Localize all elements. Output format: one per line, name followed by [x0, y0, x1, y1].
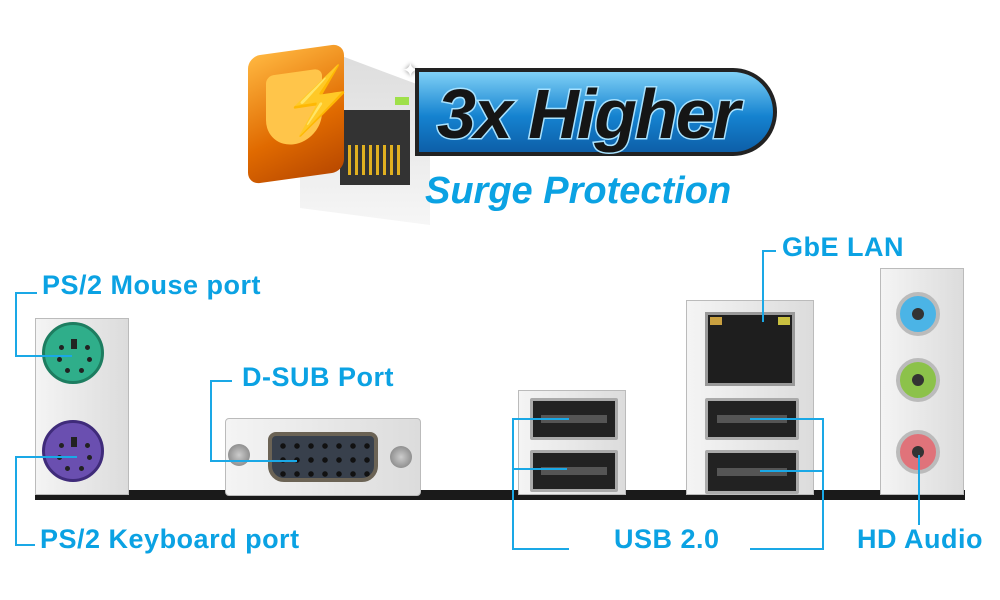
headline: 3x Higher	[436, 74, 742, 155]
board-edge	[35, 490, 965, 500]
ps2-mouse-port	[42, 322, 104, 384]
subheadline: Surge Protection	[425, 170, 732, 212]
leader-line	[210, 380, 297, 462]
leader-line	[15, 544, 35, 546]
usb-port	[530, 450, 618, 492]
leader-line	[15, 292, 72, 357]
lan-port	[705, 312, 795, 386]
label-ps2-keyboard: PS/2 Keyboard port	[40, 524, 300, 554]
leader-line	[512, 418, 569, 550]
label-lan: GbE LAN	[782, 232, 904, 262]
leader-line	[760, 470, 822, 472]
leader-line	[918, 455, 920, 525]
usb-port	[705, 450, 799, 494]
leader-line	[750, 418, 824, 550]
dsub-screw-right	[390, 446, 412, 468]
leader-line	[210, 380, 232, 382]
ps2-keyboard-port	[42, 420, 104, 482]
label-ps2-mouse: PS/2 Mouse port	[42, 270, 262, 300]
dsub-connector	[268, 432, 378, 482]
sparkle-icon: ✦	[402, 60, 419, 82]
headline-banner: 3x Higher	[415, 68, 777, 156]
leader-line	[15, 456, 77, 546]
label-audio: HD Audio	[857, 524, 983, 554]
label-dsub: D-SUB Port	[242, 362, 394, 392]
label-usb: USB 2.0	[614, 524, 720, 554]
leader-line	[762, 250, 764, 322]
audio-jack-green	[896, 358, 940, 402]
leader-line	[15, 292, 37, 294]
surge-shield-icon: ⚡	[248, 43, 357, 185]
leader-line	[512, 468, 567, 470]
leader-line	[762, 250, 776, 252]
audio-jack-blue	[896, 292, 940, 336]
